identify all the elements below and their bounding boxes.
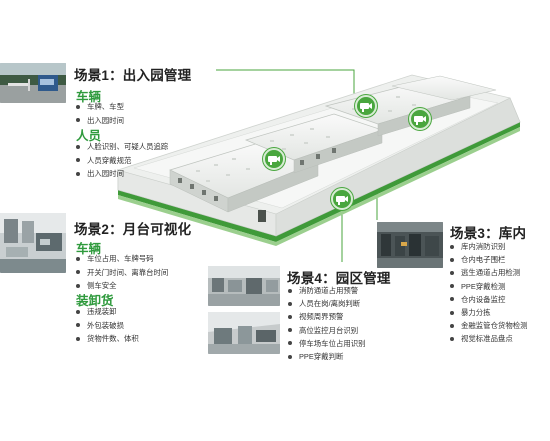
scene1-vehicle-heading: 车辆 [76, 90, 102, 104]
scene2-vehicle-heading: 车辆 [76, 242, 102, 256]
list-item: 金融监管仓货物检测 [450, 319, 528, 332]
list-item: 停车场车位占用识别 [288, 337, 366, 350]
list-item: 逃生通道占用检测 [450, 266, 528, 279]
scene2-title: 场景2：月台可视化 [74, 222, 192, 237]
list-item: 仓内设备监控 [450, 293, 528, 306]
scene3-title: 场景3：库内 [450, 226, 527, 241]
scene1-title: 场景1：出入园管理 [74, 68, 192, 83]
list-item: 高位监控月台识别 [288, 324, 366, 337]
camera-marker-scene2 [263, 148, 285, 170]
list-item: 外包装破损 [76, 319, 139, 333]
scene4-title: 场景4：园区管理 [287, 271, 391, 286]
list-item: 车牌、车型 [76, 100, 124, 114]
scene4-photo-top [208, 266, 280, 306]
camera-icon [336, 196, 348, 205]
scene2-vehicle-list: 车位占用、车牌号码 开关门时间、离靠台时间 侧车安全 [76, 252, 168, 293]
list-item: 视频周界预警 [288, 310, 366, 323]
list-item: 视觉标准品盘点 [450, 332, 528, 345]
scene1-vehicle-list: 车牌、车型 出入园时间 [76, 100, 124, 127]
camera-icon [414, 116, 426, 125]
scene2-photo [0, 213, 66, 273]
scene2-cargo-heading: 装卸货 [76, 294, 114, 308]
list-item: 违规装卸 [76, 305, 139, 319]
camera-marker-scene4 [331, 188, 353, 210]
list-item: PPE穿戴检测 [450, 280, 528, 293]
scene4-list: 消防通道占用预警 人员在岗/离岗判断 视频周界预警 高位监控月台识别 停车场车位… [288, 284, 366, 363]
scene1-person-list: 人脸识别、可疑人员追踪 人员穿戴规范 出入园时间 [76, 140, 168, 181]
scene3-photo [377, 222, 443, 268]
scene4-photo-bottom [208, 312, 280, 354]
list-item: 仓内电子围栏 [450, 253, 528, 266]
camera-icon [360, 103, 372, 112]
list-item: 暴力分拣 [450, 306, 528, 319]
camera-icon [268, 156, 280, 165]
scene3-list: 库内消防识别 仓内电子围栏 逃生通道占用检测 PPE穿戴检测 仓内设备监控 暴力… [450, 240, 528, 346]
list-item: 出入园时间 [76, 167, 168, 181]
list-item: 侧车安全 [76, 279, 168, 293]
list-item: 人员穿戴规范 [76, 154, 168, 168]
list-item: 车位占用、车牌号码 [76, 252, 168, 266]
connector-scene1 [216, 69, 355, 98]
scene2-cargo-list: 违规装卸 外包装破损 货物件数、体积 [76, 305, 139, 346]
scene1-person-heading: 人员 [76, 129, 102, 143]
list-item: 消防通道占用预警 [288, 284, 366, 297]
list-item: 货物件数、体积 [76, 332, 139, 346]
list-item: 开关门时间、离靠台时间 [76, 266, 168, 280]
camera-marker-scene1 [355, 95, 377, 117]
list-item: PPE穿戴判断 [288, 350, 366, 363]
list-item: 人脸识别、可疑人员追踪 [76, 140, 168, 154]
scene1-photo [0, 63, 66, 103]
list-item: 人员在岗/离岗判断 [288, 297, 366, 310]
list-item: 出入园时间 [76, 114, 124, 128]
camera-marker-courtyard [409, 108, 431, 130]
list-item: 库内消防识别 [450, 240, 528, 253]
